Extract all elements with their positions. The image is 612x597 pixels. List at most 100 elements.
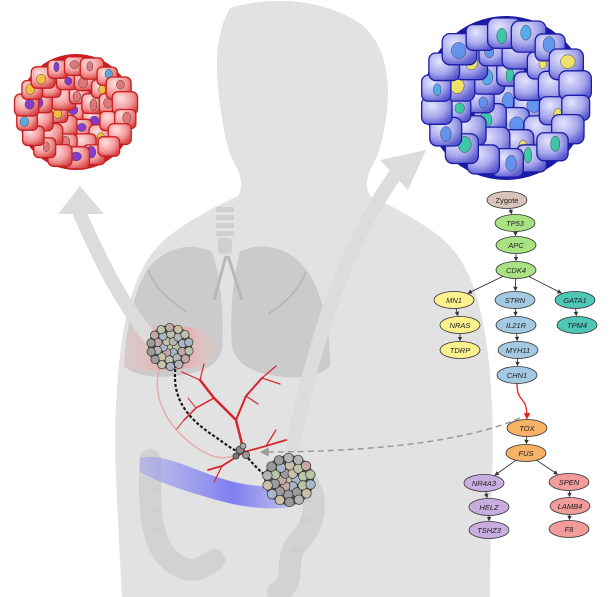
tree-node-spen-shape — [548, 473, 590, 491]
tree-node-mn1-label: MN1 — [446, 296, 462, 305]
nucleus — [116, 79, 125, 90]
lung-metastasis-cell-cluster — [13, 54, 139, 170]
tumor-cell — [266, 461, 277, 472]
nucleus — [52, 109, 63, 119]
tree-node-nras: NRAS — [439, 316, 481, 334]
tumor-cell — [165, 361, 175, 371]
circulating-path-lung — [173, 363, 241, 454]
tumor-cell — [293, 454, 304, 466]
tumor-cell — [274, 494, 285, 506]
tree-node-strn-shape — [494, 291, 536, 309]
tumor-cell — [273, 455, 285, 466]
tree-node-myh11-label: MYH11 — [506, 346, 530, 355]
lung-tumor-mass — [146, 323, 194, 371]
tree-node-strn: STRN — [494, 291, 536, 309]
tumor-cell — [305, 479, 316, 490]
tree-node-chn1: CHN1 — [496, 366, 538, 384]
tree-node-apc-shape — [495, 236, 537, 254]
tree-node-tp53: TP53 — [494, 214, 536, 232]
trachea — [216, 207, 234, 254]
circulating-path-lung-halo — [156, 365, 241, 459]
tumor-cell — [150, 330, 160, 340]
tree-node-cdk4: CDK4 — [495, 261, 537, 279]
nucleus — [53, 61, 60, 73]
tree-node-chn1-label: CHN1 — [507, 371, 527, 380]
tree-node-tdrp: TDRP — [439, 341, 481, 359]
tree-node-cdk4-label: CDK4 — [506, 266, 526, 275]
tree-node-tox-label: TOX — [519, 424, 535, 433]
tree-node-apc: APC — [495, 236, 537, 254]
tumor-cell — [146, 338, 156, 348]
tumor-cell — [157, 360, 167, 370]
nucleus — [520, 24, 532, 41]
dissemination-arrow-right — [283, 150, 426, 465]
tree-node-helz-label: HELZ — [479, 503, 499, 512]
nucleus — [505, 67, 514, 83]
tree-node-fus-shape — [505, 444, 547, 462]
nucleus — [542, 36, 556, 53]
tumor-cell — [146, 347, 156, 357]
tree-node-mn1: MN1 — [433, 291, 475, 309]
colon-primary-tumor-mass — [262, 452, 316, 508]
tree-node-tpm4-label: TPM4 — [567, 321, 587, 330]
tree-node-mn1-shape — [433, 291, 475, 309]
tree-node-gata1-label: GATA1 — [563, 296, 586, 305]
cell — [491, 147, 524, 178]
tumor-cell — [266, 488, 278, 500]
tree-node-helz: HELZ — [468, 498, 510, 516]
nucleus — [440, 126, 452, 142]
tree-node-fus-label: FUS — [519, 449, 534, 458]
nucleus — [496, 27, 507, 44]
tree-node-tp53-shape — [494, 214, 536, 232]
tree-node-il21r-label: IL21R — [506, 321, 527, 330]
tree-node-gata1: GATA1 — [554, 291, 596, 309]
nucleus — [89, 98, 98, 111]
tree-node-tp53-label: TP53 — [506, 219, 525, 228]
tree-node-myh11: MYH11 — [497, 341, 539, 359]
tumor-cell — [184, 346, 194, 356]
tree-node-tox: TOX — [506, 419, 548, 437]
tree-node-f8-shape — [548, 520, 590, 538]
tree-node-spen: SPEN — [548, 473, 590, 491]
tree-node-chn1-shape — [496, 366, 538, 384]
tree-node-apc-label: APC — [507, 241, 524, 250]
tree-node-tpm4: TPM4 — [556, 316, 598, 334]
tree-edge-fus-spen — [536, 459, 559, 475]
tree-node-tdrp-shape — [439, 341, 481, 359]
tree-edge-il21r-myh11 — [514, 333, 520, 342]
nucleus — [24, 98, 35, 110]
tree-node-fus: FUS — [505, 444, 547, 462]
nucleus — [505, 154, 517, 172]
tree-node-zygote-label: Zygote — [496, 196, 519, 205]
tree-node-myh11-shape — [497, 341, 539, 359]
tree-node-nras-label: NRAS — [450, 321, 471, 330]
nucleus — [72, 90, 81, 102]
tree-edge-gata1-tpm4 — [573, 308, 579, 317]
tumor-cell — [284, 496, 295, 508]
tree-node-lamb4: LAMB4 — [549, 497, 591, 515]
tree-node-nras-shape — [439, 316, 481, 334]
tree-node-il21r: IL21R — [495, 316, 537, 334]
nucleus — [42, 141, 50, 152]
nucleus — [69, 60, 80, 69]
tumor-cell — [180, 330, 190, 340]
tumor-cell — [300, 460, 312, 472]
cell — [97, 136, 121, 157]
tree-node-nr4a3-shape — [463, 474, 505, 492]
tumor-cell — [262, 480, 273, 491]
tree-node-lamb4-shape — [549, 497, 591, 515]
tree-node-zygote: Zygote — [486, 191, 528, 209]
nucleus — [560, 54, 576, 69]
cell — [536, 132, 569, 162]
tree-node-tdrp-label: TDRP — [450, 346, 470, 355]
tumor-cell — [165, 323, 175, 333]
nucleus — [19, 116, 29, 127]
nucleus — [122, 111, 132, 124]
tree-node-gata1-shape — [554, 291, 596, 309]
nucleus — [523, 147, 533, 163]
tree-node-cdk4-shape — [495, 261, 537, 279]
nucleus — [433, 83, 442, 97]
tumor-cell — [184, 337, 194, 347]
